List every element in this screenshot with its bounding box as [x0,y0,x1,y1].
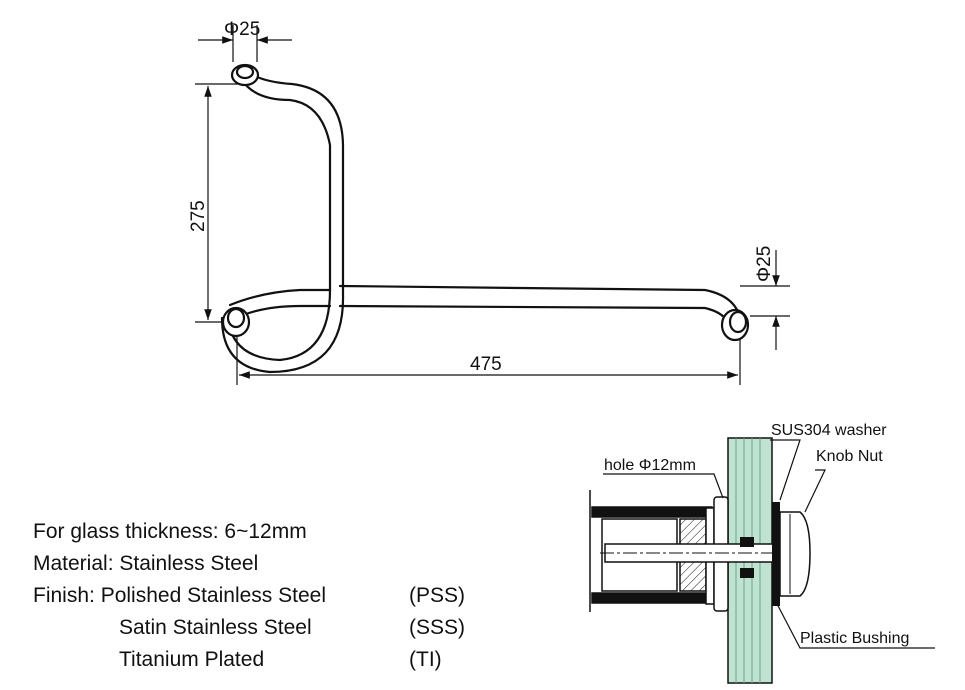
finish-name: Titanium Plated [119,648,265,671]
knob-nut [779,511,811,597]
spec-finish-row-1: Finish: Polished Stainless Steel (PSS) [33,580,465,612]
hole-callout: hole Φ12mm [604,457,696,474]
width-label: 475 [470,354,502,375]
handle-horizontal-bar [338,284,742,320]
handle-vertical-bar [226,78,332,362]
finish-label: Finish: [33,584,95,607]
right-diameter-label: Φ25 [754,246,775,282]
spec-thickness: For glass thickness: 6~12mm [33,520,307,543]
spec-material: Material: Stainless Steel [33,552,259,575]
dimension-lines [195,25,790,385]
washer [772,502,780,606]
callout-leaders [603,439,935,649]
mounting-cross-section [589,437,811,684]
top-diameter-label: Φ25 [224,19,260,40]
bushing-callout: Plastic Bushing [800,630,909,647]
knob-nut-callout: Knob Nut [816,448,883,465]
spec-finish-row-3: Titanium Plated (TI) [33,644,442,676]
top-end-cap [230,63,260,87]
right-end-cap [720,308,750,342]
height-label: 275 [188,200,209,232]
spec-list: For glass thickness: 6~12mm Material: St… [33,516,465,676]
washer-callout: SUS304 washer [771,422,887,439]
finish-code: (PSS) [409,584,466,607]
left-end-cap [221,306,251,338]
spec-finish-row-2: Satin Stainless Steel (SSS) [33,612,465,644]
finish-name: Polished Stainless Steel [100,584,327,607]
finish-name: Satin Stainless Steel [119,616,312,639]
finish-code: (TI) [409,648,442,671]
finish-code: (SSS) [409,616,466,639]
handle-drawing [220,63,750,374]
